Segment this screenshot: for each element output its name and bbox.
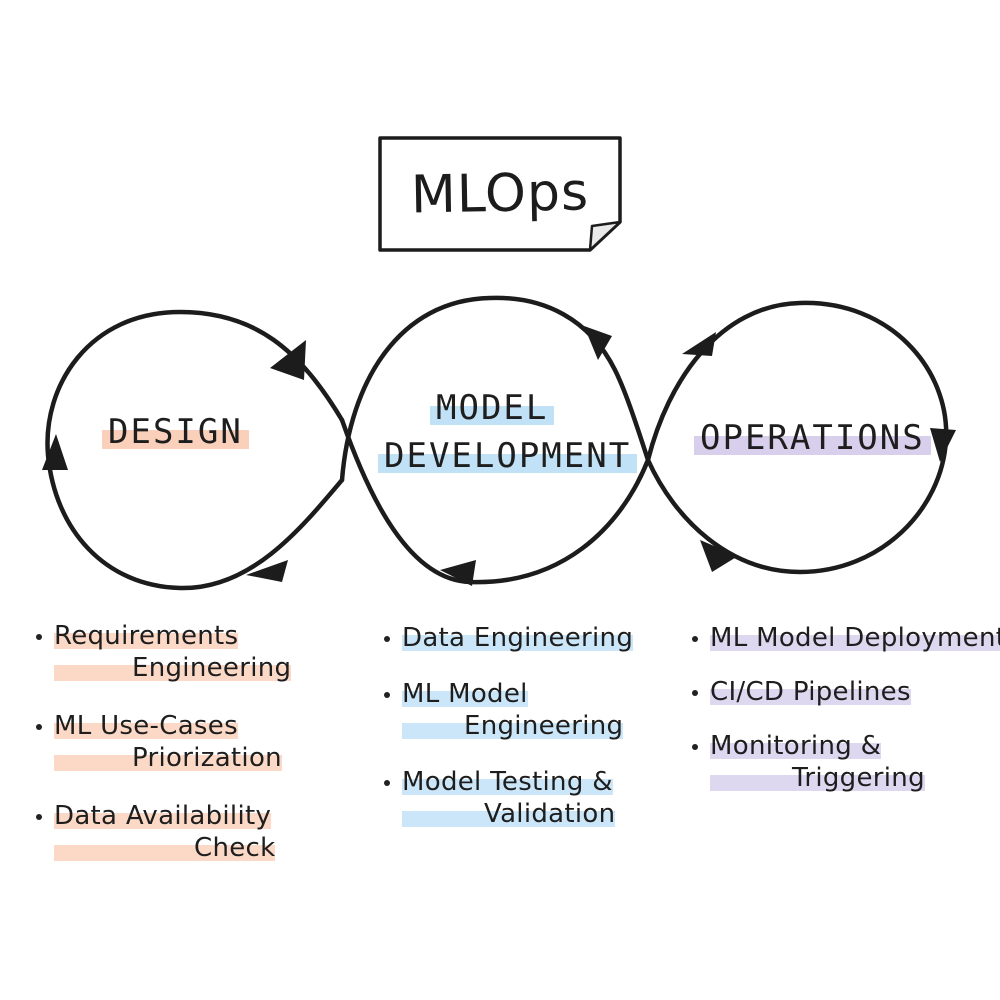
bullet-dot-icon <box>692 636 698 642</box>
arrow-model-bottom-icon <box>440 560 476 586</box>
list-item: CI/CD Pipelines <box>692 676 1000 708</box>
stage-label-development: DEVELOPMENT <box>378 436 638 476</box>
bullet-dot-icon <box>692 690 698 696</box>
list-item: Requirements Engineering <box>36 620 354 684</box>
title-note: MLOps <box>378 136 622 252</box>
bullet-dot-icon <box>36 634 42 640</box>
list-item: ML Model Deployment <box>692 622 1000 654</box>
list-item: ML Use-Cases Priorization <box>36 710 354 774</box>
note-frame <box>378 136 622 252</box>
arrow-ops-bottom-icon <box>700 540 738 572</box>
design-task-list: Requirements Engineering ML Use-Cases Pr… <box>36 620 354 890</box>
bullet-dot-icon <box>36 814 42 820</box>
stage-label-operations: OPERATIONS <box>694 418 931 458</box>
bullet-dot-icon <box>384 636 390 642</box>
list-item-line: Check <box>54 832 276 864</box>
arrow-ops-right-icon <box>930 428 956 462</box>
model-loop-top <box>339 295 651 483</box>
list-item: Data Engineering <box>384 622 702 654</box>
list-item-line: Engineering <box>402 710 624 742</box>
list-item-line: Monitoring & <box>710 730 882 762</box>
list-item-line: Data Engineering <box>402 622 634 654</box>
list-item-line: ML Model Deployment <box>710 622 1000 654</box>
list-item-line: Data Availability <box>54 800 272 832</box>
stage-label-design: DESIGN <box>102 412 249 452</box>
arrow-ops-top-icon <box>682 332 716 356</box>
arrow-design-left-icon <box>42 434 68 470</box>
list-item-line: Engineering <box>54 652 292 684</box>
list-item-line: Requirements <box>54 620 239 652</box>
list-item-line: Triggering <box>710 762 925 794</box>
bullet-dot-icon <box>692 744 698 750</box>
list-item-line: Priorization <box>54 742 282 774</box>
list-item-line: ML Use-Cases <box>54 710 238 742</box>
list-item-line: CI/CD Pipelines <box>710 676 911 708</box>
stage-label-model: MODEL <box>430 388 555 428</box>
model-task-list: Data Engineering ML Model Engineering Mo… <box>384 622 702 854</box>
bullet-dot-icon <box>384 692 390 698</box>
bullet-dot-icon <box>384 780 390 786</box>
arrow-design-top-icon <box>270 340 306 380</box>
bullet-dot-icon <box>36 724 42 730</box>
list-item: Model Testing & Validation <box>384 766 702 830</box>
operations-task-list: ML Model Deployment CI/CD Pipelines Moni… <box>692 622 1000 816</box>
list-item-line: Validation <box>402 798 616 830</box>
arrow-design-bottom-icon <box>246 560 288 582</box>
list-item: ML Model Engineering <box>384 678 702 742</box>
list-item-line: Model Testing & <box>402 766 613 798</box>
list-item-line: ML Model <box>402 678 528 710</box>
list-item: Monitoring & Triggering <box>692 730 1000 794</box>
list-item: Data Availability Check <box>36 800 354 864</box>
arrow-model-top-icon <box>584 326 612 360</box>
